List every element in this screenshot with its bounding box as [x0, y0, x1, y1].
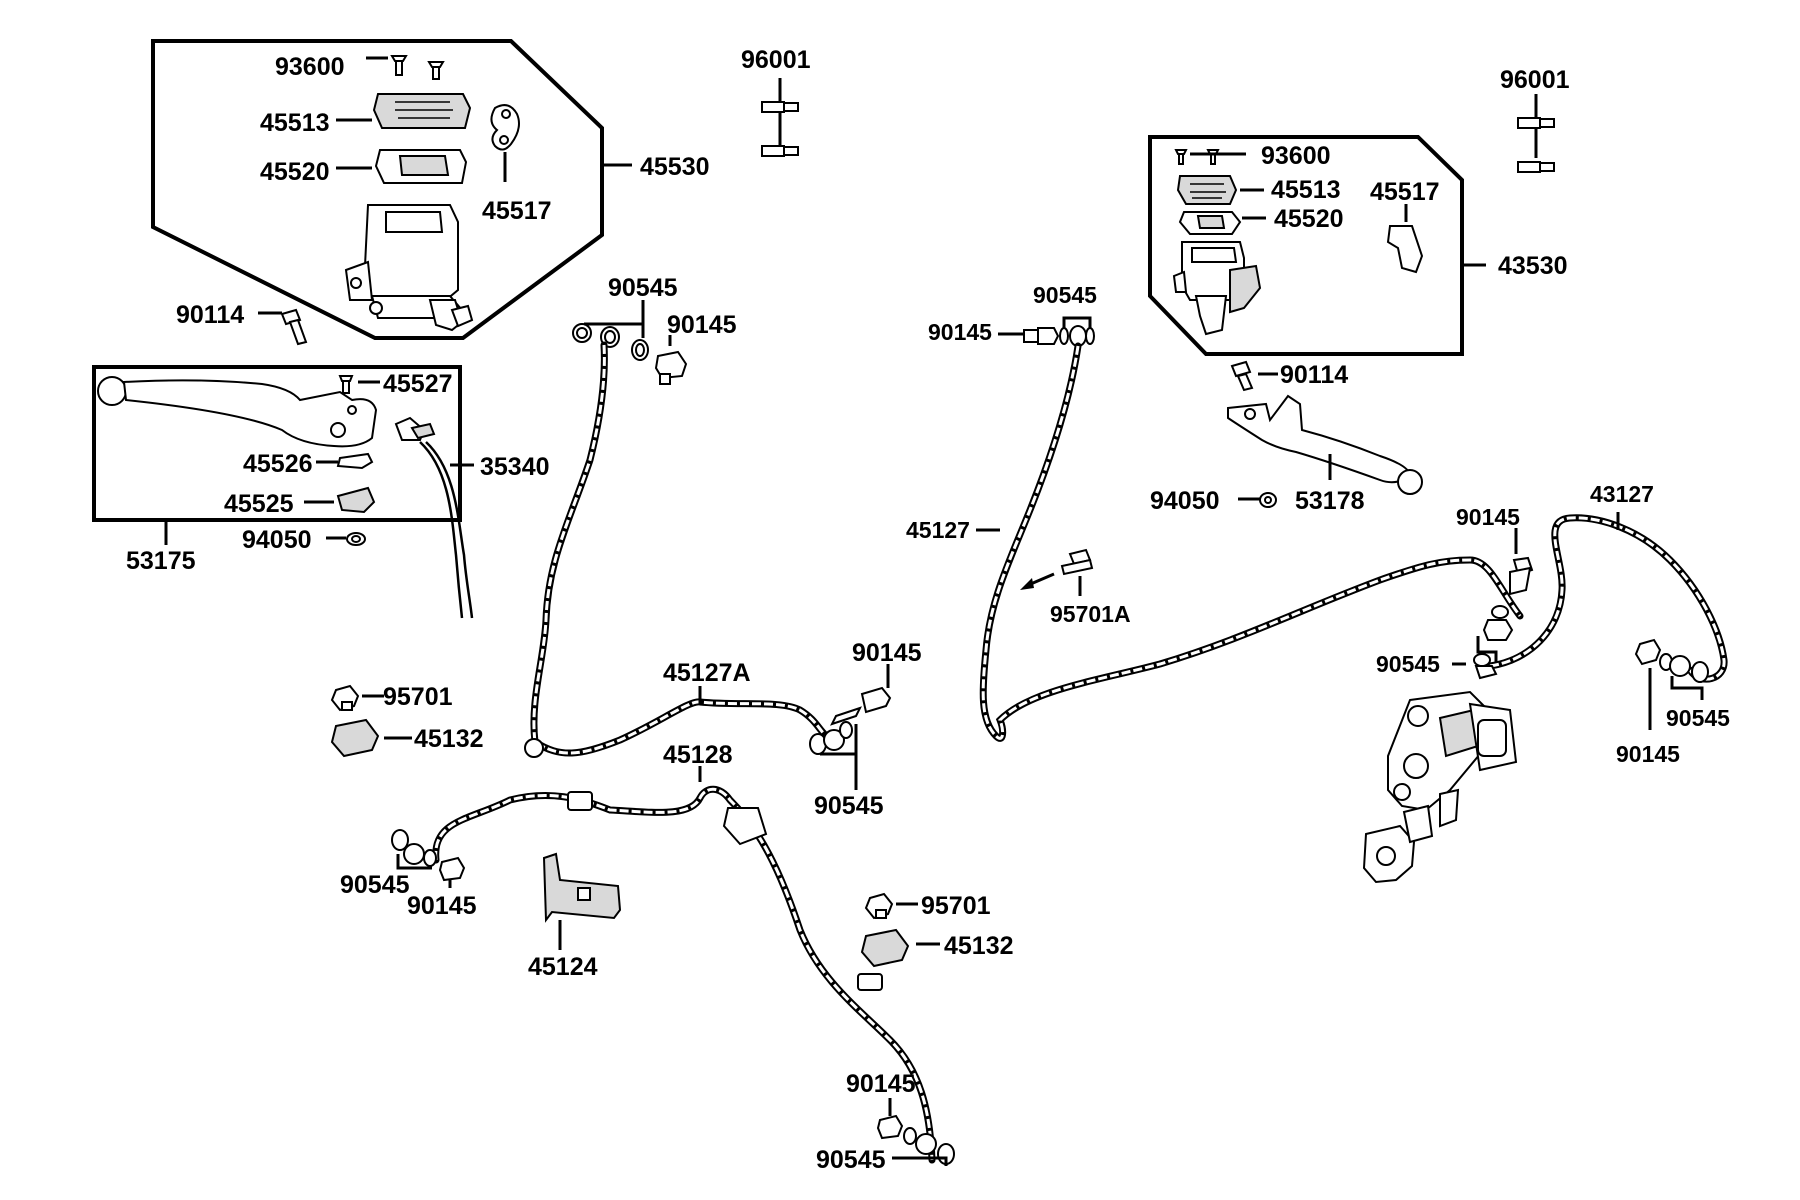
brake-lever-right — [1227, 394, 1423, 495]
label-90114-left: 90114 — [176, 301, 244, 329]
label-45132-right: 45132 — [944, 932, 1014, 960]
reservoir-cap-45513-right — [1176, 175, 1238, 205]
fittings-90145-90545-far-right — [1634, 638, 1709, 683]
banjo-bolt-90145-mid — [830, 686, 892, 726]
diaphragm-45520-right — [1178, 211, 1242, 235]
master-cylinder-body-left — [344, 204, 474, 332]
label-53175: 53175 — [126, 547, 196, 575]
label-90145-right-top: 90145 — [928, 319, 992, 345]
label-45526: 45526 — [243, 450, 313, 478]
label-95701-left: 95701 — [383, 683, 453, 711]
label-90145-bottom: 90145 — [846, 1070, 916, 1098]
label-90545-bottom: 90545 — [816, 1146, 886, 1174]
reservoir-cap-45513-left — [372, 93, 472, 129]
leader-90545e — [1062, 316, 1092, 328]
label-45520-left: 45520 — [260, 158, 330, 186]
rear-master-cylinder — [1362, 690, 1518, 884]
label-94050-right: 94050 — [1150, 487, 1220, 515]
label-93600-right: 93600 — [1261, 142, 1331, 170]
nut-94050-left — [346, 532, 366, 546]
master-cylinder-body-right — [1172, 241, 1262, 336]
diaphragm-45520-left — [374, 149, 468, 184]
label-45517-left: 45517 — [482, 197, 552, 225]
label-90545-mid: 90545 — [814, 792, 884, 820]
nut-94050-right — [1259, 492, 1277, 508]
bolt-95701A — [1020, 548, 1094, 590]
label-45127: 45127 — [906, 517, 970, 543]
bolts-96001-right — [1517, 94, 1555, 173]
label-45520-right: 45520 — [1274, 205, 1344, 233]
clamp-45517-right — [1386, 225, 1424, 274]
label-95701A: 95701A — [1050, 601, 1131, 627]
leader-90545b — [820, 724, 858, 790]
clamp-45517-left — [490, 104, 520, 151]
leader-90545g — [1670, 676, 1704, 700]
screws-93600-right — [1174, 149, 1220, 165]
brake-hose-45127A — [524, 341, 838, 758]
brake-hose-43127 — [1486, 514, 1728, 683]
label-90145-right-mid: 90145 — [1456, 504, 1520, 530]
label-90545-far-right: 90545 — [1666, 705, 1730, 731]
label-45127A: 45127A — [663, 659, 751, 687]
clip-45132-left — [330, 718, 380, 758]
left-master-cylinder-box — [151, 39, 604, 340]
fittings-90545-right-center — [1473, 605, 1514, 680]
label-90545-lower-left: 90545 — [340, 871, 410, 899]
label-96001-left: 96001 — [741, 46, 811, 74]
label-90545-top-left: 90545 — [608, 274, 678, 302]
label-45124: 45124 — [528, 953, 598, 981]
label-35340: 35340 — [480, 453, 550, 481]
label-90145-mid: 90145 — [852, 639, 922, 667]
label-90545-right-top: 90545 — [1033, 282, 1097, 308]
label-95701-right: 95701 — [921, 892, 991, 920]
label-53178: 53178 — [1295, 487, 1365, 515]
label-93600-left: 93600 — [275, 53, 345, 81]
leader-90545f — [1452, 636, 1498, 666]
bracket-45124 — [542, 852, 622, 923]
label-43530: 43530 — [1498, 252, 1568, 280]
brake-hose-45127 — [979, 342, 1524, 742]
screw-45527 — [338, 375, 354, 394]
label-90114-right: 90114 — [1280, 361, 1348, 389]
label-45517-right: 45517 — [1370, 178, 1440, 206]
bolt-90114-right — [1230, 360, 1254, 392]
leader-90545c — [396, 854, 432, 870]
fittings-90545-90145-lower-left — [391, 829, 466, 882]
bolt-95701-left — [330, 684, 360, 712]
label-45527: 45527 — [383, 370, 453, 398]
spring-45525 — [336, 486, 376, 514]
brake-light-switch-35340 — [394, 416, 474, 619]
washers-90545-mid — [809, 721, 853, 755]
label-45513-right: 45513 — [1271, 176, 1341, 204]
screw-93600-left — [390, 55, 445, 80]
label-90145-far-right: 90145 — [1616, 741, 1680, 767]
pin-45526 — [336, 452, 374, 470]
label-45513-left: 45513 — [260, 109, 330, 137]
brake-hose-45128 — [432, 785, 936, 1164]
label-96001-right: 96001 — [1500, 66, 1570, 94]
left-lever-box — [92, 365, 462, 522]
label-90145-lower-left: 90145 — [407, 892, 477, 920]
clip-45132-right — [860, 928, 910, 968]
label-43127: 43127 — [1590, 481, 1654, 507]
label-45530: 45530 — [640, 153, 710, 181]
label-45525: 45525 — [224, 490, 294, 518]
label-90145-top-left: 90145 — [667, 311, 737, 339]
fittings-90145-90545-right-top — [1023, 325, 1095, 347]
label-94050-left: 94050 — [242, 526, 312, 554]
bolt-90114-left — [280, 308, 308, 346]
banjo-bolt-90145-right — [1509, 556, 1534, 596]
right-master-cylinder-box — [1148, 135, 1464, 356]
label-45132-left: 45132 — [414, 725, 484, 753]
brake-lever-left — [97, 376, 378, 448]
bolt-95701-right — [864, 892, 894, 920]
leader-90545d — [892, 1156, 948, 1166]
leader-90545a — [584, 300, 645, 338]
label-90545-right-center: 90545 — [1376, 651, 1440, 677]
label-45128: 45128 — [663, 741, 733, 769]
bolts-96001-left — [761, 78, 799, 157]
